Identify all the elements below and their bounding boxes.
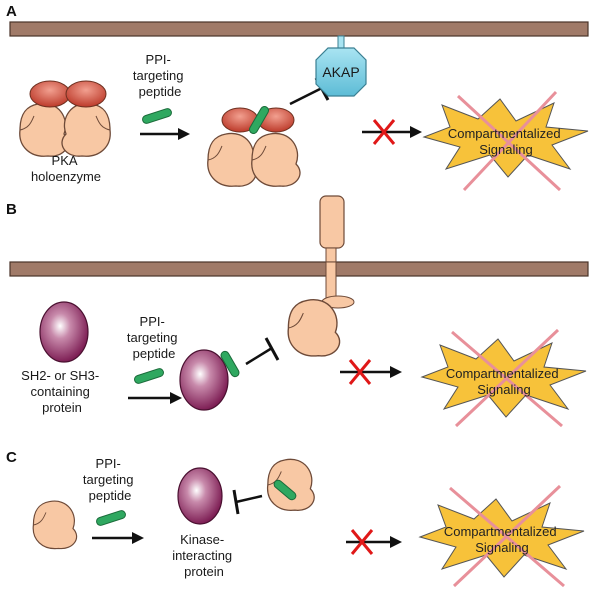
panel-letter-b: B <box>6 201 17 218</box>
inhibition-icon <box>245 337 280 366</box>
regulatory-subunit-icon <box>29 80 71 108</box>
receptor-kinase-domain <box>287 298 341 357</box>
arrow-icon <box>128 392 182 404</box>
peptide-icon <box>273 479 297 501</box>
panel-letter-c: C <box>6 449 17 466</box>
sh-peptide-complex <box>179 349 240 411</box>
kinase-interacting-protein-icon <box>177 467 223 525</box>
pka-holoenzyme <box>19 80 111 157</box>
signaling-label: Compartmentalized Signaling <box>446 366 562 397</box>
signaling-burst: Compartmentalized Signaling <box>419 484 585 588</box>
sh-protein-label: SH2- or SH3- containing protein <box>21 368 103 415</box>
regulatory-subunit-icon <box>65 80 107 108</box>
peptide-label: PPI- targeting peptide <box>83 456 137 503</box>
receptor-extracellular-domain <box>319 195 345 249</box>
peptide-icon <box>96 510 126 526</box>
panel-c: C PPI- targeting peptide Kinase- interac… <box>6 449 585 588</box>
cross-out-line <box>454 328 560 428</box>
panel-letter-a: A <box>6 3 17 20</box>
panel-b: B SH2- or SH3- containing protein PPI- t… <box>6 195 589 428</box>
blocked-arrow <box>362 119 422 145</box>
akap-label: AKAP <box>322 64 359 80</box>
sh-protein-icon <box>39 301 89 363</box>
panel-a: A PKA holoenzyme PPI- targeting peptide <box>6 3 589 192</box>
kinase-interacting-label: Kinase- interacting protein <box>172 532 236 579</box>
cell-membrane <box>9 21 589 37</box>
signaling-label: Compartmentalized Signaling <box>448 126 564 157</box>
peptide-icon <box>220 350 240 378</box>
cell-membrane <box>9 261 589 277</box>
kinase-icon <box>32 500 78 550</box>
peptide-label: PPI- targeting peptide <box>133 52 187 99</box>
peptide-icon <box>249 105 269 135</box>
signaling-label: Compartmentalized Signaling <box>444 524 560 555</box>
peptide-icon <box>134 368 164 384</box>
cross-out-line <box>462 90 558 192</box>
peptide-label: PPI- targeting peptide <box>127 314 181 361</box>
arrow-icon <box>92 532 144 544</box>
blocked-arrow <box>346 529 402 555</box>
cross-out-line <box>452 484 562 588</box>
pka-peptide-complex <box>207 105 301 187</box>
signaling-burst: Compartmentalized Signaling <box>423 90 589 192</box>
receptor-stalk <box>325 247 337 263</box>
blocked-arrow <box>340 359 402 385</box>
inhibition-icon <box>232 489 263 515</box>
signaling-burst: Compartmentalized Signaling <box>421 328 587 428</box>
pka-label: PKA holoenzyme <box>31 153 101 184</box>
arrow-icon <box>140 128 190 140</box>
akap: AKAP <box>315 35 367 97</box>
kinase-peptide-complex <box>266 458 315 512</box>
peptide-icon <box>142 108 172 124</box>
